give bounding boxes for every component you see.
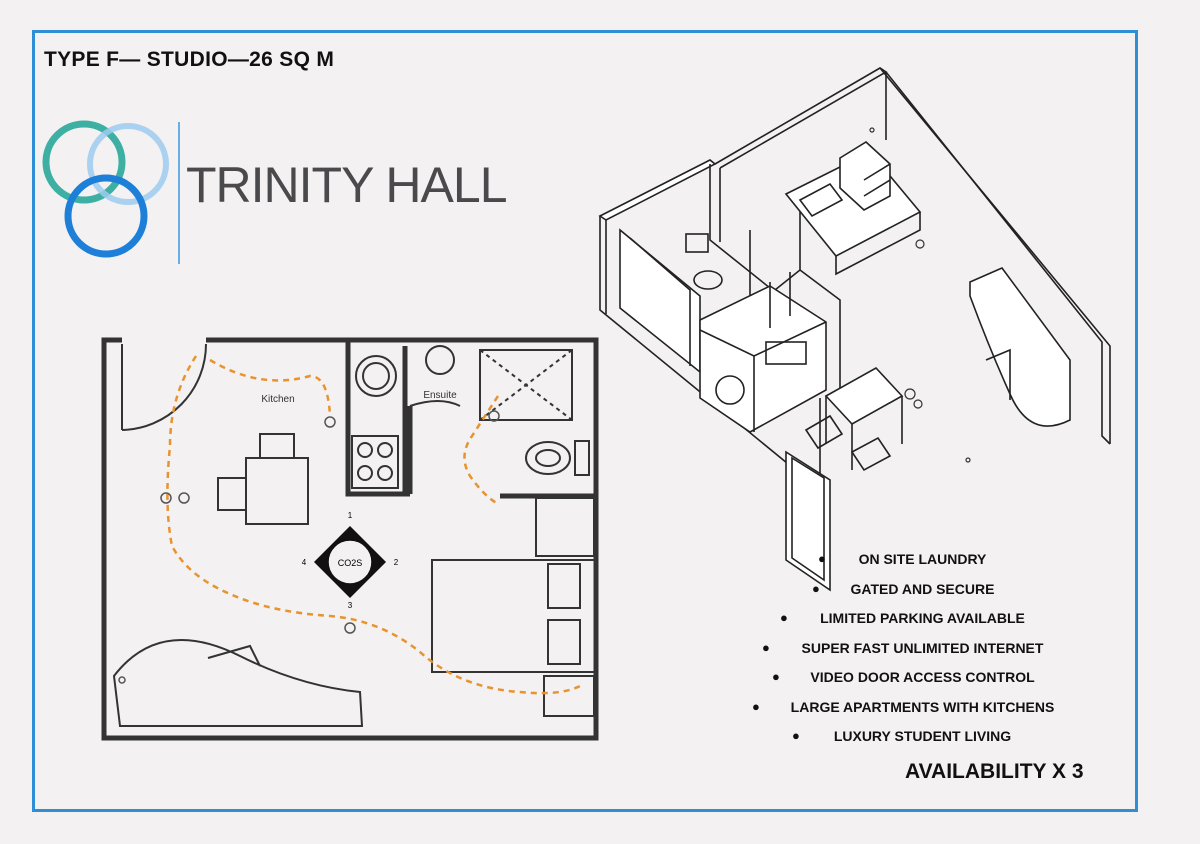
floor-plan: CO2S 1 2 3 4 Kitchen Ensuite (101, 337, 599, 741)
compass-label-w: 4 (302, 558, 307, 567)
bullet-icon: ● (812, 580, 820, 596)
bullet-icon: ● (772, 669, 780, 684)
bullet-icon: ● (792, 728, 800, 743)
feature-item: ●ON SITE LAUNDRY (750, 548, 1095, 578)
compass-label-s: 3 (348, 601, 353, 610)
brand-name: TRINITY HALL (186, 157, 507, 213)
bullet-icon: ● (780, 610, 788, 625)
brand-divider (178, 122, 180, 264)
walking-route (166, 355, 581, 695)
compass-label-e: 2 (394, 558, 399, 567)
compass-center-label: CO2S (338, 558, 363, 568)
bullet-icon: ● (762, 639, 770, 655)
page-frame (32, 30, 1138, 812)
feature-list: ●ON SITE LAUNDRY ●GATED AND SECURE ●LIMI… (750, 548, 1095, 755)
feature-item: ●LARGE APARTMENTS WITH KITCHENS (750, 696, 1095, 726)
availability-label: AVAILABILITY X 3 (905, 760, 1084, 783)
isometric-view (598, 67, 1111, 592)
compass-label-n: 1 (348, 511, 353, 520)
feature-item: ●GATED AND SECURE (750, 578, 1095, 608)
trinity-hall-logo (42, 120, 169, 258)
feature-item: ●LIMITED PARKING AVAILABLE (750, 607, 1095, 637)
ensuite-label: Ensuite (423, 390, 457, 401)
feature-item: ●VIDEO DOOR ACCESS CONTROL (750, 666, 1095, 696)
compass-rose: CO2S 1 2 3 4 (302, 511, 399, 610)
feature-item: ●SUPER FAST UNLIMITED INTERNET (750, 637, 1095, 667)
page-title: TYPE F— STUDIO—26 SQ M (44, 48, 335, 71)
feature-item: ●LUXURY STUDENT LIVING (750, 725, 1095, 755)
kitchen-label: Kitchen (261, 394, 294, 405)
bullet-icon: ● (818, 551, 826, 566)
bullet-icon: ● (752, 698, 760, 714)
